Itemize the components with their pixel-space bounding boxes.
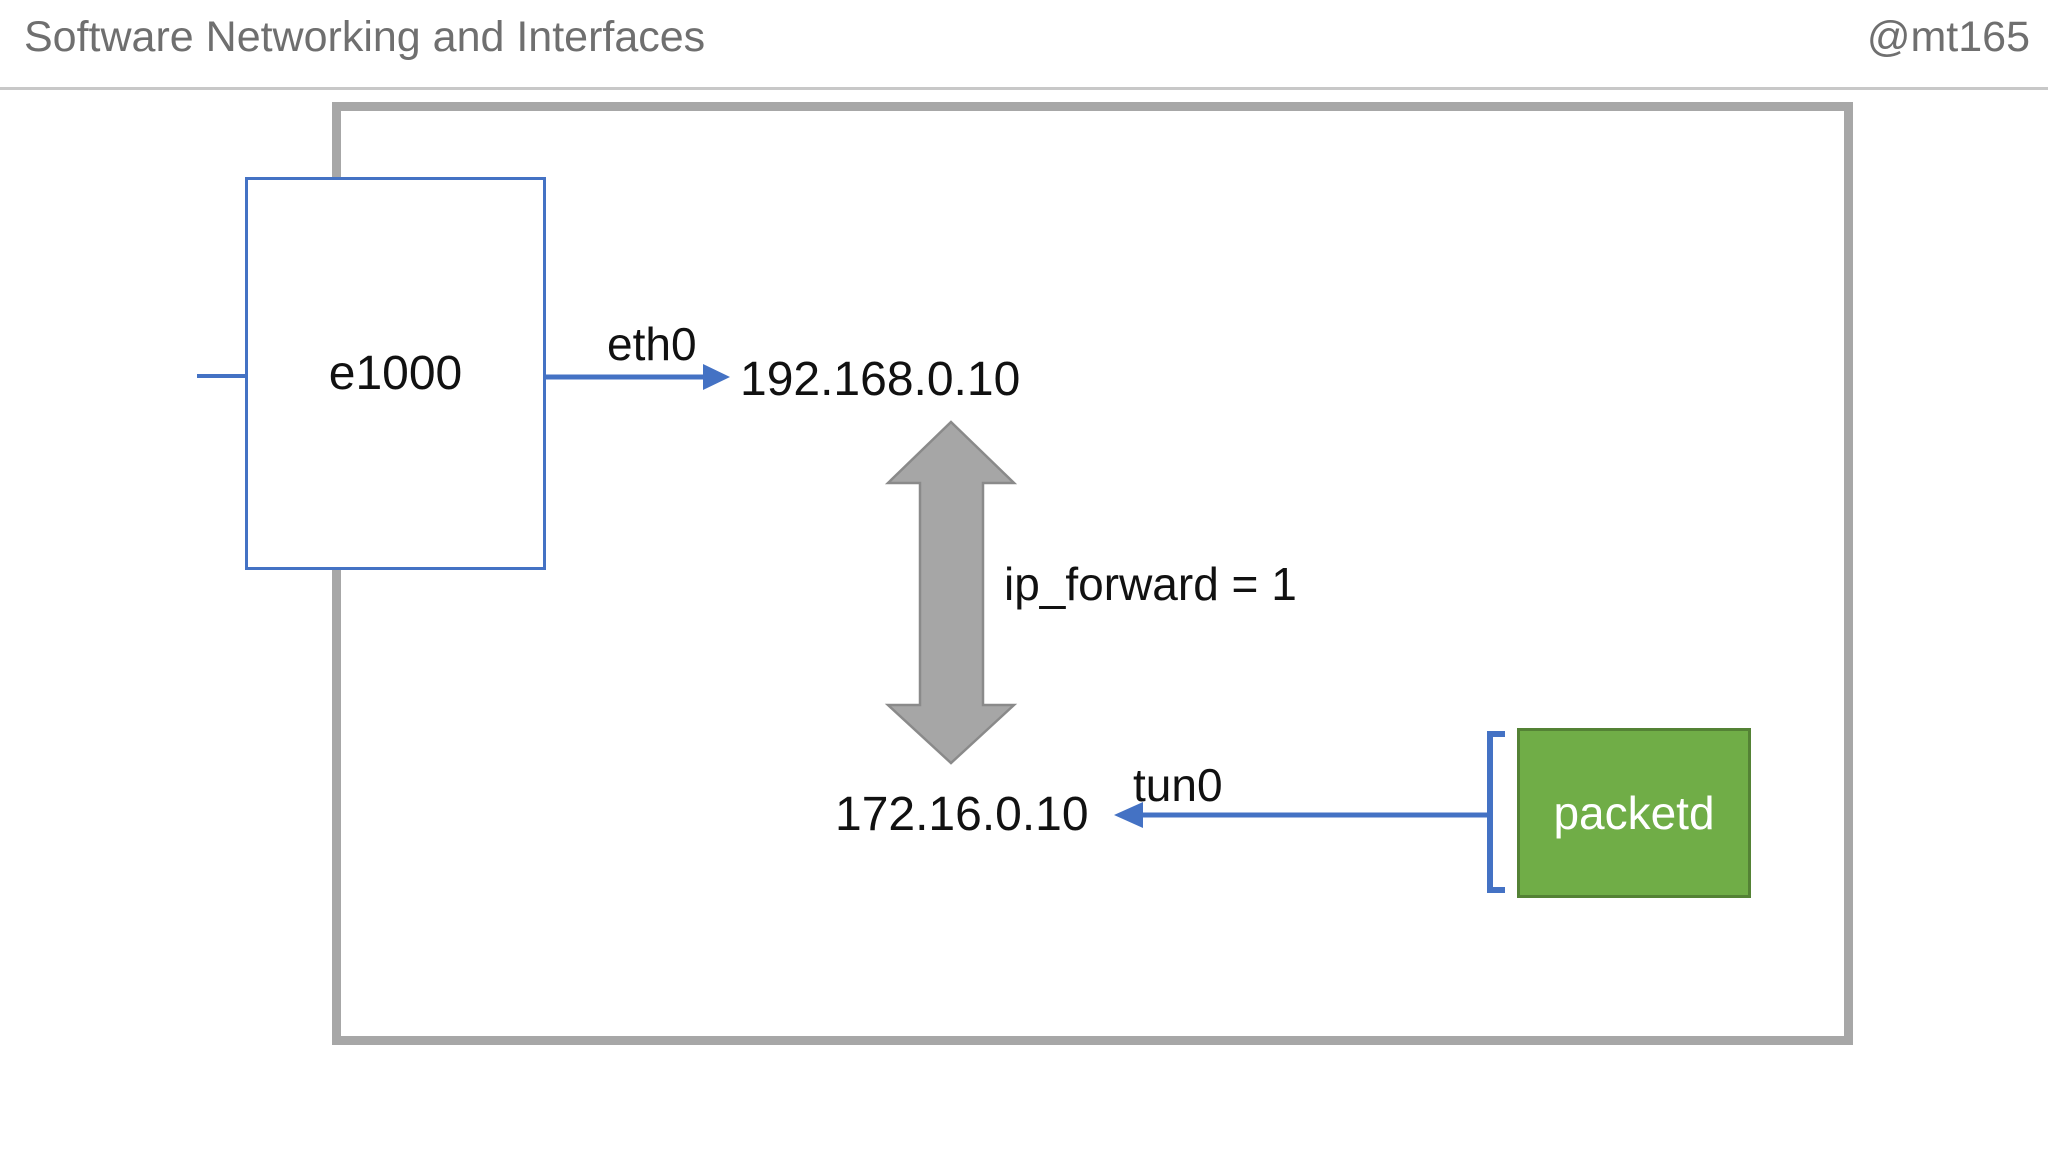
author-handle: @mt165 bbox=[1866, 13, 2030, 61]
host-boundary-box bbox=[332, 102, 1853, 1045]
eth0-label: eth0 bbox=[607, 318, 697, 370]
ip-forward-double-arrow-icon bbox=[884, 420, 1018, 765]
packetd-bracket bbox=[1487, 731, 1505, 893]
page-title: Software Networking and Interfaces bbox=[24, 13, 706, 61]
ip-forward-label: ip_forward = 1 bbox=[1004, 558, 1297, 610]
nic-box-label: e1000 bbox=[328, 347, 463, 400]
eth0-arrow-icon bbox=[546, 364, 730, 390]
packetd-box: packetd bbox=[1517, 728, 1751, 898]
tun0-ip-address: 172.16.0.10 bbox=[835, 788, 1089, 841]
tun0-label: tun0 bbox=[1133, 759, 1223, 811]
eth0-ip-address: 192.168.0.10 bbox=[740, 353, 1021, 406]
nic-box: e1000 bbox=[245, 177, 546, 570]
tun0-arrow-icon bbox=[1114, 802, 1489, 828]
header-divider bbox=[0, 87, 2048, 90]
packetd-box-label: packetd bbox=[1553, 787, 1715, 839]
